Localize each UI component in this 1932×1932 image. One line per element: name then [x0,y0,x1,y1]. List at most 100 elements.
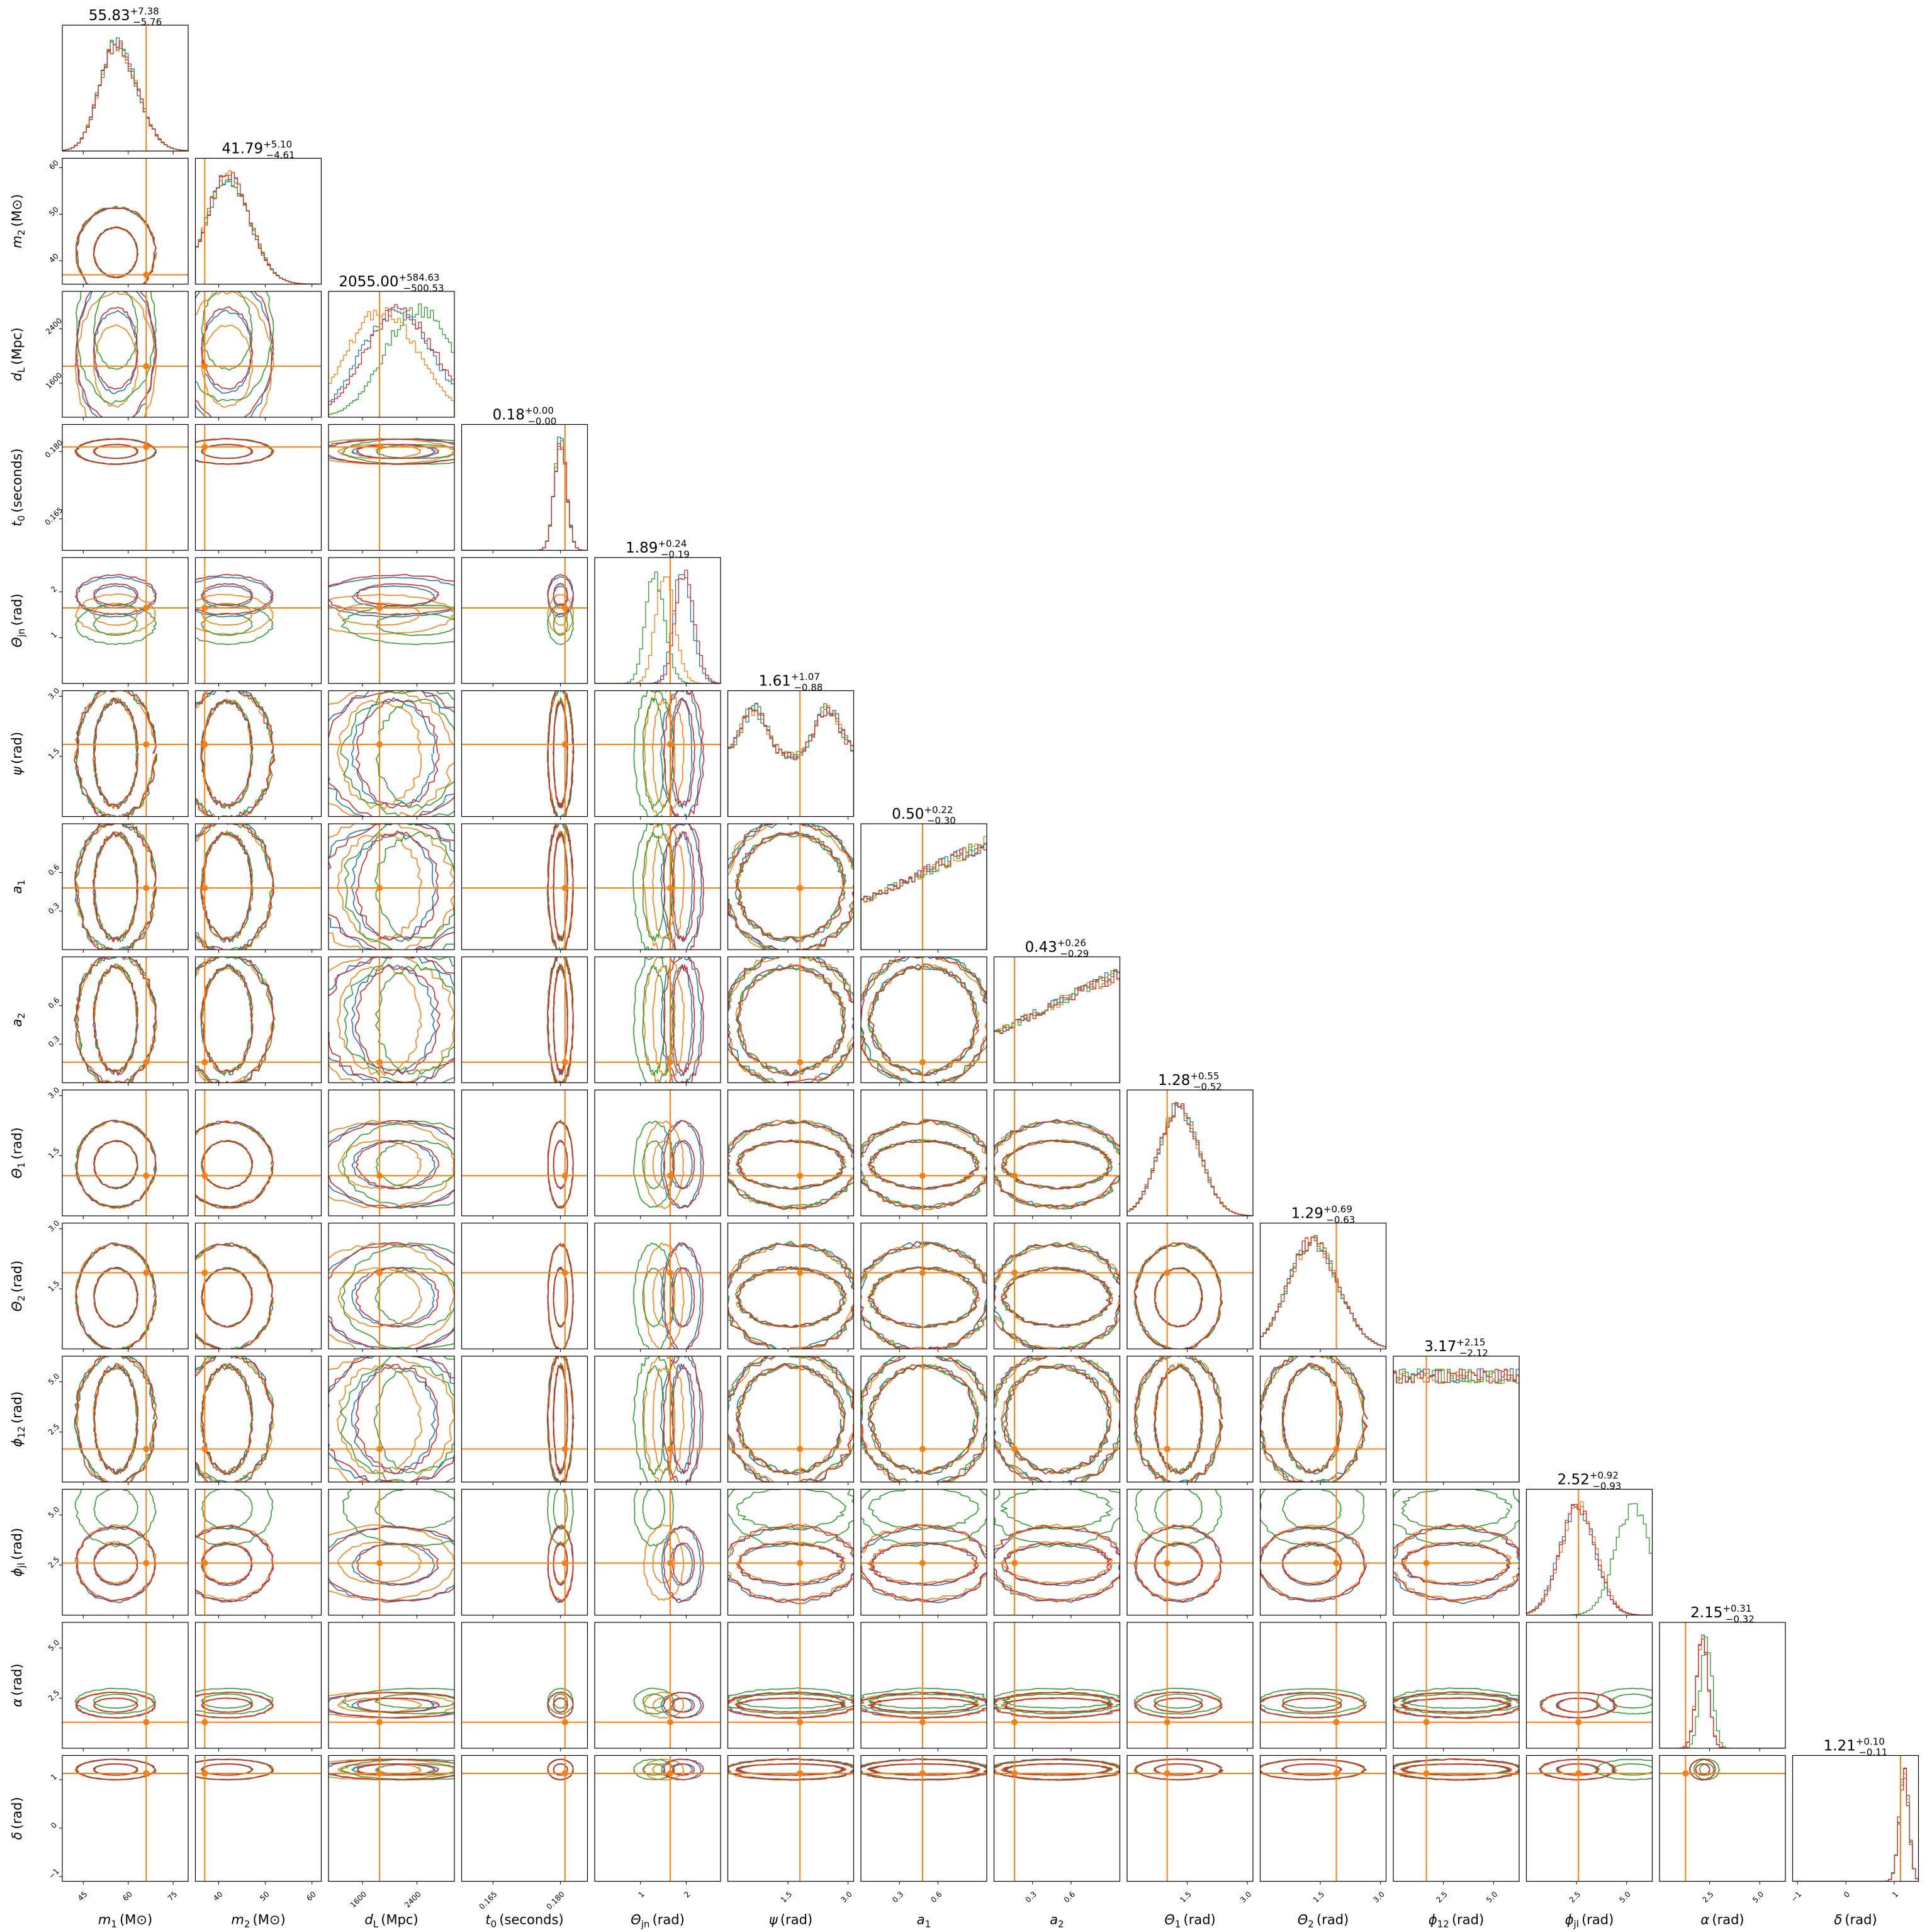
ytick-label-alpha: 5.0 [47,1638,61,1653]
xtick-label-theta1: 3.0 [1238,1890,1253,1904]
contour-dL-theta_jn-series-1 [351,585,435,609]
panel-frame [62,690,189,817]
panel-m2-phi12 [194,1356,322,1485]
contour-m2-a1-series-4 [195,824,274,950]
xtick-label-dL: 2400 [403,1890,422,1909]
panel-frame [62,956,189,1084]
ytick-label-dL: 2400 [44,316,64,335]
contour-a2-phi12-series-2 [994,1356,1120,1482]
contour-dL-theta2-series-3 [340,1242,454,1349]
contour-m2-t0-series-4 [201,444,254,459]
contour-dL-a1-series-2 [329,824,454,950]
ylabel-a1: a1 [9,880,27,894]
panel-theta2-phi_jl [1259,1488,1387,1619]
panel-a2-alpha [993,1622,1121,1751]
contour-theta2-phi12-series-2 [1260,1356,1366,1482]
contour-alpha-delta-series-3 [1693,1758,1720,1781]
truth-point-psi-phi_jl [797,1559,804,1566]
truth-point-psi-alpha [797,1719,804,1726]
panel-psi-a1 [727,823,855,953]
contour-m1-alpha-series-4 [75,1692,156,1719]
contour-theta_jn-psi-series-3 [633,690,675,817]
panel-frame [62,1089,189,1216]
contour-psi-a2-series-4 [735,964,846,1077]
contour-m2-theta_jn-series-1 [195,576,274,618]
panel-frame [594,1755,721,1882]
panel-a1-theta2 [860,1222,987,1352]
contour-psi-a1-series-4 [735,832,845,943]
contour-theta2-phi12-series-4 [1260,1356,1368,1482]
xtick-label-alpha: 5.0 [1751,1890,1765,1904]
panel-a1-a2 [860,956,987,1086]
contour-theta1-phi_jl-series-4 [1133,1525,1223,1602]
panel-frame [62,291,189,418]
hist-psi-series-3 [727,702,854,817]
contour-psi-theta2-series-1 [727,1244,854,1349]
contour-theta1-alpha-series-4 [1133,1692,1223,1719]
contour-theta1-phi12-series-2 [1135,1356,1223,1482]
panel-frame [194,1089,322,1216]
contour-theta_jn-phi_jl-series-3 [633,1489,674,1547]
ytick-label-phi_jl: 2.5 [47,1555,61,1570]
contour-phi_jl-delta-series-4 [1539,1759,1616,1781]
contour-a2-theta1-series-4 [1001,1140,1112,1190]
truth-point-theta_jn-phi_jl [667,1559,673,1566]
contour-psi-phi12-series-1 [727,1356,854,1482]
panel-t0-theta1 [461,1089,588,1219]
truth-point-a1-alpha [919,1719,926,1726]
contour-m2-t0-series-4 [195,438,274,465]
hist-dL-series-1 [329,308,454,417]
xtick-label-m1: 60 [121,1890,134,1903]
panel-frame [62,1356,189,1483]
xtick-label-a1: 0.6 [929,1890,943,1904]
contour-phi_jl-alpha-series-4 [1556,1697,1599,1713]
contour-dL-psi-series-4 [329,690,454,817]
contour-m1-phi_jl-series-4 [93,1542,138,1585]
contour-dL-psi-series-1 [329,690,454,817]
contour-a2-alpha-series-4 [994,1692,1120,1719]
contour-t0-a1-series-4 [553,832,568,941]
contour-m2-a1-series-4 [200,831,252,942]
xlabel-m2: m2 (M⊙) [231,1912,285,1930]
title-theta1: 1.28+0.55−0.52 [1158,1070,1222,1092]
panel-phi_jl-alpha [1525,1622,1653,1751]
contour-theta1-phi12-series-4 [1153,1366,1204,1475]
panel-m1-m1: 55.83+7.38−5.76 [62,6,189,154]
xtick-label-a2: 0.3 [1024,1890,1038,1904]
truth-point-m1-phi12 [143,1446,150,1452]
contour-m1-m2-series-2 [75,206,157,284]
panel-frame [860,956,987,1084]
contour-dL-a1-series-1 [351,831,437,942]
contour-dL-delta-series-3 [374,1763,454,1776]
panel-frame [727,1622,855,1749]
contour-dL-a2-series-4 [329,957,454,1083]
panel-theta1-alpha [1126,1622,1254,1751]
contour-dL-phi_jl-series-4 [329,1525,454,1602]
panel-frame [194,690,322,817]
panel-theta_jn-theta2 [594,1222,721,1352]
panel-frame [194,424,322,551]
contour-m1-dL-series-3 [93,291,138,370]
contour-m1-dL-series-1 [93,310,138,395]
contour-theta_jn-theta2-series-3 [632,1242,674,1349]
panel-frame [727,823,855,950]
contour-phi12-alpha-series-4 [1400,1697,1512,1713]
contour-theta_jn-delta-series-3 [633,1758,675,1780]
truth-point-theta_jn-a1 [667,885,673,892]
panel-frame [594,956,721,1084]
ytick-label-delta: 1 [49,1772,59,1782]
contour-a1-alpha-series-4 [861,1691,987,1719]
contour-m2-dL-series-3 [195,291,274,403]
contour-dL-phi12-series-1 [329,1356,454,1482]
contour-dL-phi12-series-2 [337,1363,423,1474]
contour-a1-phi_jl-series-4 [861,1524,987,1602]
contour-t0-delta-series-4 [547,1758,574,1781]
truth-point-dL-t0 [376,444,383,451]
contour-dL-theta1-series-3 [375,1140,454,1189]
contour-dL-theta2-series-1 [351,1267,435,1328]
hist-a2-series-1 [994,969,1120,1083]
contour-dL-a2-series-1 [329,957,454,1083]
ylabel-alpha: α (rad) [9,1663,25,1707]
contour-theta_jn-phi_jl-series-4 [663,1525,704,1603]
